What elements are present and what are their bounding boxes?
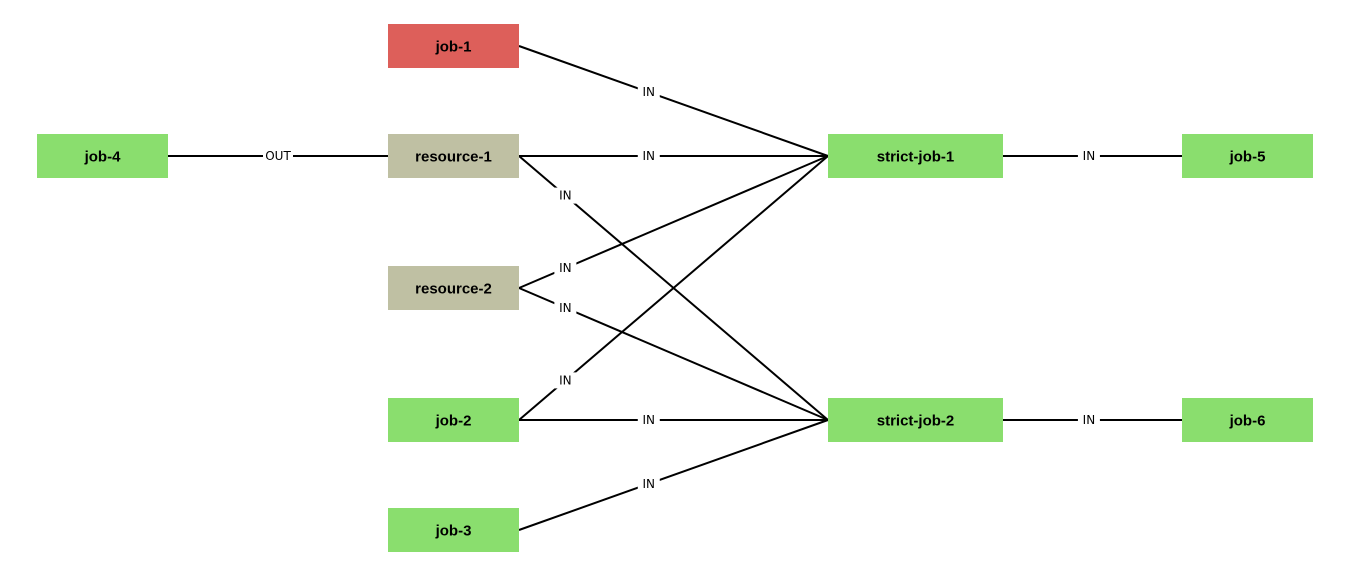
edge-label-background bbox=[637, 84, 660, 101]
node-box[interactable] bbox=[1182, 134, 1313, 178]
node-box[interactable] bbox=[828, 398, 1003, 442]
node-box[interactable] bbox=[388, 266, 519, 310]
node-box[interactable] bbox=[37, 134, 168, 178]
node-job-1[interactable]: job-1 bbox=[388, 24, 519, 68]
node-job-6[interactable]: job-6 bbox=[1182, 398, 1313, 442]
edge-label-background bbox=[1077, 148, 1100, 164]
node-job-2[interactable]: job-2 bbox=[388, 398, 519, 442]
edge-job-2-to-strict-job-1: IN bbox=[518, 155, 829, 421]
edge-job-3-to-strict-job-2: IN bbox=[518, 419, 829, 531]
edge-label: IN bbox=[643, 85, 656, 99]
edge-label: OUT bbox=[265, 149, 291, 163]
edge-label: IN bbox=[1083, 413, 1096, 427]
edge-label-background bbox=[637, 412, 660, 428]
node-box[interactable] bbox=[388, 24, 519, 68]
node-box[interactable] bbox=[828, 134, 1003, 178]
node-strict-job-1[interactable]: strict-job-1 bbox=[828, 134, 1003, 178]
node-job-4[interactable]: job-4 bbox=[37, 134, 168, 178]
edge-label-background bbox=[1077, 412, 1100, 428]
edge-label-background bbox=[554, 299, 577, 316]
nodes-layer: job-1 job-4 resource-1 resource-2 job-2 job-3… bbox=[37, 24, 1313, 552]
edge-label-background bbox=[554, 260, 577, 277]
node-label: resource-1 bbox=[415, 149, 492, 166]
node-label: job-4 bbox=[84, 149, 121, 166]
node-label: job-2 bbox=[435, 413, 472, 430]
node-label: job-6 bbox=[1229, 413, 1266, 430]
node-label: strict-job-1 bbox=[877, 149, 955, 166]
edge-label: IN bbox=[643, 149, 656, 163]
edge-resource-2-to-strict-job-1: IN bbox=[518, 155, 829, 289]
edge-job-4-to-resource-1: OUT bbox=[168, 148, 388, 164]
edge-line bbox=[518, 45, 829, 157]
node-label: strict-job-2 bbox=[877, 413, 955, 430]
node-label: job-3 bbox=[435, 523, 472, 540]
edge-label-background bbox=[554, 372, 577, 389]
edge-label: IN bbox=[559, 261, 572, 275]
edge-resource-1-to-strict-job-1: IN bbox=[519, 148, 828, 164]
edge-label: IN bbox=[559, 301, 572, 315]
node-job-5[interactable]: job-5 bbox=[1182, 134, 1313, 178]
node-job-3[interactable]: job-3 bbox=[388, 508, 519, 552]
edge-label: IN bbox=[643, 413, 656, 427]
node-label: job-5 bbox=[1229, 149, 1266, 166]
node-label: job-1 bbox=[435, 39, 472, 56]
edge-label: IN bbox=[643, 477, 656, 491]
edge-job-2-to-strict-job-2: IN bbox=[519, 412, 828, 428]
edge-resource-2-to-strict-job-2: IN bbox=[518, 287, 829, 421]
edge-label: IN bbox=[559, 373, 572, 387]
edge-job-1-to-strict-job-1: IN bbox=[518, 45, 829, 157]
node-box[interactable] bbox=[388, 508, 519, 552]
edge-label-background bbox=[637, 475, 660, 492]
edges-layer: IN OUT IN IN IN IN IN IN IN IN IN bbox=[168, 45, 1182, 531]
node-resource-1[interactable]: resource-1 bbox=[388, 134, 519, 178]
edge-label-background bbox=[263, 148, 293, 164]
edge-label: IN bbox=[1083, 149, 1096, 163]
node-label: resource-2 bbox=[415, 281, 492, 298]
edge-label: IN bbox=[559, 189, 572, 203]
edge-label-background bbox=[554, 187, 577, 204]
edge-strict-job-2-to-job-6: IN bbox=[1003, 412, 1182, 428]
edge-line bbox=[518, 419, 829, 531]
edge-strict-job-1-to-job-5: IN bbox=[1003, 148, 1182, 164]
node-box[interactable] bbox=[388, 134, 519, 178]
node-resource-2[interactable]: resource-2 bbox=[388, 266, 519, 310]
edge-label-background bbox=[637, 148, 660, 164]
node-strict-job-2[interactable]: strict-job-2 bbox=[828, 398, 1003, 442]
node-box[interactable] bbox=[1182, 398, 1313, 442]
node-box[interactable] bbox=[388, 398, 519, 442]
